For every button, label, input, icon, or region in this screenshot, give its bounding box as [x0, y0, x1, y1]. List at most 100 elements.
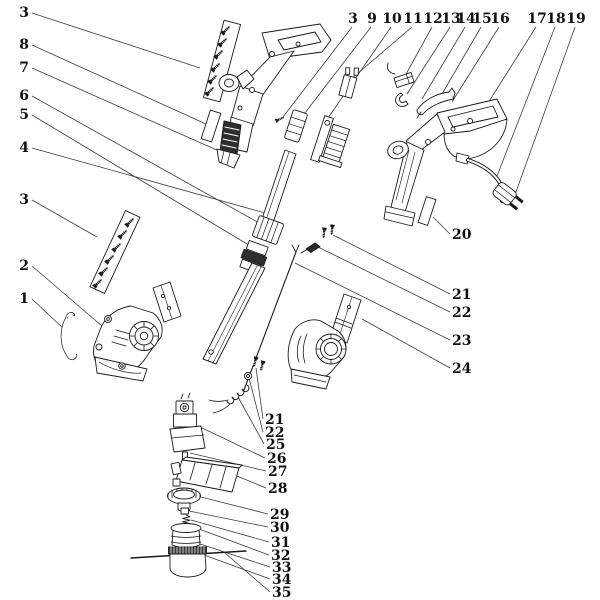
callout-label-19: 19 [566, 11, 585, 27]
leader-line-18 [496, 26, 556, 177]
callout-label-33: 33 [272, 560, 291, 576]
strip-part8-drawing [200, 109, 222, 143]
callout-label-6: 6 [19, 88, 29, 104]
leader-line-3 [31, 12, 201, 69]
callout-label-28: 28 [268, 481, 287, 497]
switch-part12-drawing [386, 62, 415, 88]
upper-housing-left-drawing [216, 23, 332, 169]
callout-label-15: 15 [472, 11, 491, 27]
callout-label-9: 9 [367, 11, 377, 27]
leader-line-28 [236, 475, 267, 489]
head-housing-left-drawing [60, 281, 182, 382]
leader-line-31 [190, 519, 270, 543]
callout-label-7: 7 [19, 60, 29, 76]
leader-line-34 [203, 554, 271, 580]
callout-label-17: 17 [527, 11, 546, 27]
callout-label-14: 14 [456, 11, 476, 27]
spool-housing-drawing [168, 546, 207, 578]
leader-line-7 [31, 67, 220, 152]
leader-line-11 [349, 26, 413, 81]
leader-line-27 [189, 452, 267, 472]
callout-label-2: 2 [19, 258, 29, 274]
leader-line-20 [432, 216, 451, 235]
clip-part13-drawing [395, 92, 409, 107]
callout-label-27: 27 [268, 464, 287, 480]
callout-label-16: 16 [490, 11, 509, 27]
leader-line-25 [237, 396, 265, 445]
callout-label-12: 12 [423, 11, 442, 27]
leader-line-26 [199, 426, 266, 459]
callout-label-25: 25 [266, 437, 285, 453]
callout-label-26: 26 [267, 451, 286, 467]
callout-label-21: 21 [452, 287, 471, 303]
motor-assembly-drawing [169, 392, 206, 468]
callout-label-11: 11 [403, 11, 422, 27]
leader-line-3 [282, 26, 353, 118]
callout-label-31: 31 [271, 535, 290, 551]
callout-label-13: 13 [441, 11, 460, 27]
shaft-tube-drawing [202, 149, 297, 365]
callout-label-1: 1 [19, 291, 29, 307]
leader-line-35 [224, 552, 271, 593]
callout-label-24: 24 [452, 361, 472, 377]
small-parts-9-10-drawing [274, 109, 351, 168]
parts-layer [60, 19, 524, 578]
fasteners-21-22-bottom-drawing [243, 355, 267, 381]
leader-line-2 [31, 265, 103, 327]
callout-label-8: 8 [19, 37, 29, 53]
leader-line-13 [406, 26, 451, 95]
callout-label-3: 3 [19, 192, 29, 208]
leader-line-33 [196, 542, 271, 568]
leader-line-6 [31, 95, 269, 229]
callout-label-30: 30 [270, 520, 290, 536]
callout-label-22: 22 [265, 425, 284, 441]
leader-line-1 [31, 298, 65, 330]
leader-line-4 [31, 147, 277, 217]
square-nut-drawing [180, 507, 189, 515]
trigger-lever-drawing [416, 87, 456, 119]
callout-label-35: 35 [272, 585, 291, 600]
leader-line-15 [441, 26, 482, 95]
callout-label-34: 34 [272, 572, 292, 588]
callout-label-22: 22 [452, 305, 471, 321]
inner-cable-drawing [208, 244, 300, 414]
callout-label-3: 3 [19, 5, 29, 21]
leader-line-8 [31, 44, 207, 125]
power-cord-drawing [466, 158, 524, 211]
leader-line-17 [487, 26, 537, 104]
leader-line-12 [404, 26, 433, 77]
callout-label-3: 3 [348, 11, 358, 27]
callout-label-18: 18 [546, 11, 565, 27]
leader-line-22 [317, 246, 451, 313]
screw-strip-left-drawing [89, 210, 141, 294]
leader-line-23 [294, 262, 451, 341]
leader-line-5 [31, 114, 253, 248]
plug-drawing [492, 182, 524, 211]
leader-line-14 [421, 26, 466, 100]
leader-line-3 [31, 199, 98, 238]
bracket-part11-drawing [338, 67, 359, 99]
fasteners-21-22-right-drawing [300, 223, 336, 254]
spool-holder-drawing [170, 523, 202, 548]
callout-label-23: 23 [452, 333, 471, 349]
leader-line-16 [451, 26, 500, 103]
callout-label-20: 20 [452, 227, 472, 243]
callout-label-4: 4 [19, 140, 29, 156]
leader-line-29 [200, 496, 269, 515]
guard-deflector-drawing [170, 456, 243, 493]
leader-line-21 [255, 367, 264, 420]
callout-label-21: 21 [265, 412, 284, 428]
screw-strip-top-drawing [202, 19, 242, 103]
leader-line-24 [361, 318, 451, 369]
leader-line-19 [515, 26, 576, 193]
callout-label-29: 29 [270, 507, 289, 523]
leader-line-22 [248, 377, 264, 433]
leader-line-21 [332, 234, 451, 295]
fan-wheel-drawing [167, 487, 201, 512]
leader-line-32 [198, 528, 270, 556]
leader-line-9 [297, 26, 372, 123]
callout-label-32: 32 [271, 548, 290, 564]
